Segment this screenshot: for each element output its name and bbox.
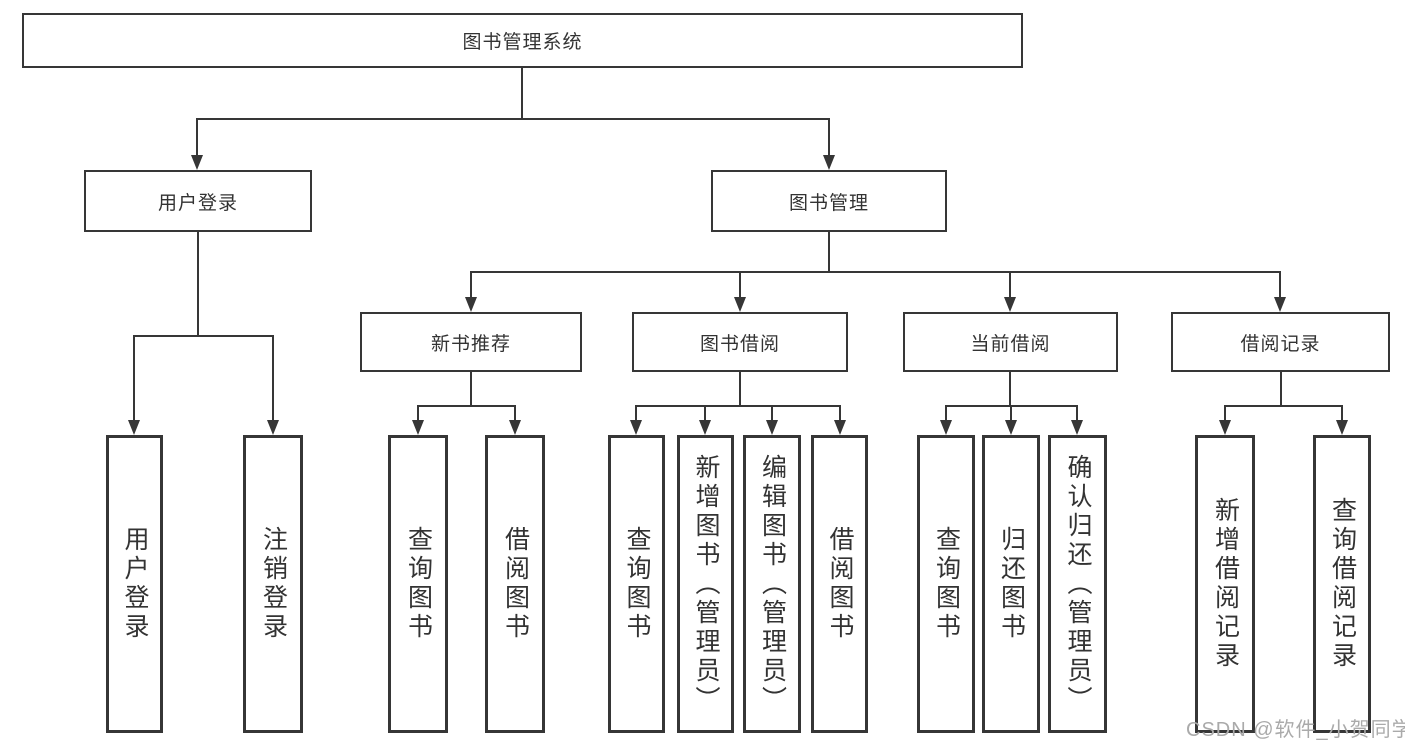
arrowhead bbox=[1219, 420, 1231, 435]
arrowhead-bookborrow bbox=[734, 297, 746, 312]
connector-drop bbox=[1341, 405, 1343, 421]
node-current-borrowing: 当前借阅 bbox=[903, 312, 1118, 372]
csdn-watermark: CSDN @软件_小贺同学 bbox=[1186, 719, 1405, 741]
connector-newbook-bar bbox=[418, 405, 516, 407]
arrowhead bbox=[412, 420, 424, 435]
connector-root-bar bbox=[197, 118, 830, 120]
connector-drop bbox=[417, 405, 419, 421]
leaf-query-books-current: 查询图书 bbox=[917, 435, 975, 733]
connector-userlogin-stem bbox=[197, 232, 199, 337]
leaf-label: 确认归还（管理员） bbox=[1064, 453, 1092, 715]
connector-drop bbox=[1076, 405, 1078, 421]
connector-bookborrow-stem bbox=[739, 372, 741, 407]
arrowhead bbox=[699, 420, 711, 435]
connector-drop bbox=[771, 405, 773, 421]
arrowhead bbox=[1336, 420, 1348, 435]
node-label: 图书借阅 bbox=[699, 333, 780, 355]
arrowhead bbox=[834, 420, 846, 435]
leaf-logout: 注销登录 bbox=[243, 435, 303, 733]
connector-userlogin-bar bbox=[134, 335, 274, 337]
leaf-query-books-borrowing: 查询图书 bbox=[608, 435, 665, 733]
node-label: 图书管理系统 bbox=[462, 32, 583, 53]
connector-drop bbox=[704, 405, 706, 421]
leaf-query-borrow-record: 查询借阅记录 bbox=[1313, 435, 1371, 733]
connector-drop-bookborrow bbox=[739, 271, 741, 299]
arrowhead bbox=[940, 420, 952, 435]
connector-drop-login-leaf bbox=[133, 335, 135, 421]
leaf-label: 查询图书 bbox=[932, 526, 961, 642]
connector-bookborrow-bar bbox=[636, 405, 841, 407]
connector-newbook-stem bbox=[470, 372, 472, 407]
arrowhead bbox=[630, 420, 642, 435]
connector-drop bbox=[945, 405, 947, 421]
arrowhead-currentborrow bbox=[1004, 297, 1016, 312]
leaf-label: 新增图书（管理员） bbox=[692, 453, 720, 715]
arrowhead-logout-leaf bbox=[267, 420, 279, 435]
leaf-label: 借阅图书 bbox=[826, 526, 854, 642]
node-label: 当前借阅 bbox=[970, 333, 1051, 355]
leaf-label: 注销登录 bbox=[259, 526, 288, 642]
node-label: 借阅记录 bbox=[1240, 333, 1321, 355]
leaf-label: 查询图书 bbox=[404, 526, 433, 642]
leaf-label: 归还图书 bbox=[997, 526, 1026, 642]
connector-borrowrecords-stem bbox=[1280, 372, 1282, 407]
connector-currentborrow-stem bbox=[1009, 372, 1011, 407]
node-book-management: 图书管理 bbox=[711, 170, 947, 232]
connector-bookmgmt-stem bbox=[828, 232, 830, 273]
leaf-borrow-books-recommend: 借阅图书 bbox=[485, 435, 545, 733]
connector-drop-user-login bbox=[196, 118, 198, 156]
connector-root-stem bbox=[521, 68, 523, 120]
leaf-return-books: 归还图书 bbox=[982, 435, 1040, 733]
leaf-edit-book-admin: 编辑图书（管理员） bbox=[743, 435, 801, 733]
node-library-system: 图书管理系统 bbox=[22, 13, 1023, 68]
leaf-label: 编辑图书（管理员） bbox=[758, 453, 787, 715]
leaf-borrow-books: 借阅图书 bbox=[811, 435, 868, 733]
arrowhead bbox=[1005, 420, 1017, 435]
arrowhead-user-login bbox=[191, 155, 203, 170]
connector-currentborrow-bar bbox=[946, 405, 1078, 407]
leaf-label: 查询借阅记录 bbox=[1328, 497, 1357, 671]
leaf-label: 新增借阅记录 bbox=[1211, 497, 1240, 671]
node-label: 新书推荐 bbox=[430, 333, 511, 355]
arrowhead bbox=[1071, 420, 1083, 435]
arrowhead bbox=[766, 420, 778, 435]
connector-bookmgmt-bar bbox=[471, 271, 1281, 273]
connector-drop bbox=[1224, 405, 1226, 421]
connector-borrowrecords-bar bbox=[1225, 405, 1343, 407]
node-label: 用户登录 bbox=[157, 192, 238, 214]
node-label: 图书管理 bbox=[788, 192, 869, 214]
node-borrow-records: 借阅记录 bbox=[1171, 312, 1390, 372]
leaf-query-books-recommend: 查询图书 bbox=[388, 435, 448, 733]
arrowhead-book-mgmt bbox=[823, 155, 835, 170]
node-new-book-recommend: 新书推荐 bbox=[360, 312, 582, 372]
connector-drop bbox=[514, 405, 516, 421]
connector-drop-logout-leaf bbox=[272, 335, 274, 421]
arrowhead-borrowrecords bbox=[1274, 297, 1286, 312]
connector-drop-newbook bbox=[470, 271, 472, 299]
arrowhead-login-leaf bbox=[128, 420, 140, 435]
connector-drop-book-mgmt bbox=[828, 118, 830, 156]
node-book-borrowing: 图书借阅 bbox=[632, 312, 848, 372]
leaf-label: 借阅图书 bbox=[501, 526, 530, 642]
arrowhead-newbook bbox=[465, 297, 477, 312]
connector-drop-currentborrow bbox=[1009, 271, 1011, 299]
node-user-login: 用户登录 bbox=[84, 170, 312, 232]
leaf-add-book-admin: 新增图书（管理员） bbox=[677, 435, 734, 733]
leaf-user-login: 用户登录 bbox=[106, 435, 163, 733]
connector-drop bbox=[839, 405, 841, 421]
connector-drop-borrowrecords bbox=[1279, 271, 1281, 299]
arrowhead bbox=[509, 420, 521, 435]
connector-drop bbox=[635, 405, 637, 421]
connector-drop bbox=[1010, 405, 1012, 421]
leaf-label: 查询图书 bbox=[623, 526, 651, 642]
leaf-label: 用户登录 bbox=[121, 526, 149, 642]
leaf-confirm-return-admin: 确认归还（管理员） bbox=[1048, 435, 1107, 733]
leaf-add-borrow-record: 新增借阅记录 bbox=[1195, 435, 1255, 733]
